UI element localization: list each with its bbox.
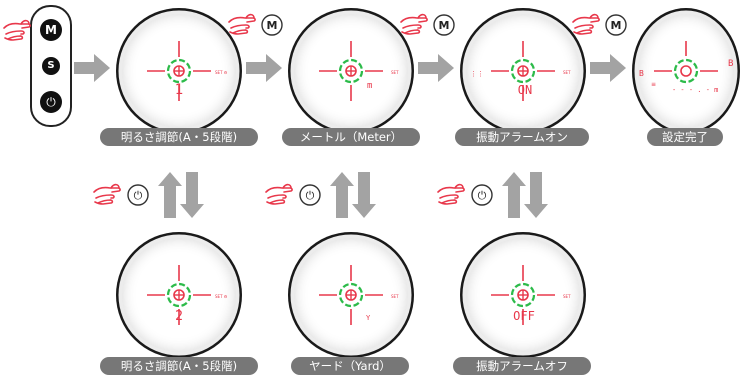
readout-text: OFF: [513, 309, 535, 323]
display-brightness-1: 1 SET ⚙: [116, 8, 242, 134]
press-power-icon: ⏻: [265, 183, 321, 206]
press-mode-icon: M: [400, 13, 455, 36]
readout-text: ON: [518, 83, 532, 97]
toggle-arrows-icon: [502, 172, 548, 218]
arrow-right-icon: [590, 54, 626, 82]
caption-brightness: 明るさ調節(A・5段階): [100, 128, 258, 146]
display-setup-complete: B ≡ B - - - . - m: [632, 8, 740, 134]
caption-vibration-off: 振動アラームオフ: [453, 357, 591, 375]
readout-left-b: ≡: [651, 81, 656, 88]
readout-digit: 2: [175, 309, 183, 324]
set-indicator: SET ⚙: [215, 294, 228, 299]
press-mode-icon: M: [572, 13, 627, 36]
arrow-right-icon: [418, 54, 454, 82]
readout-unit: m: [367, 81, 372, 91]
toggle-arrows-icon: [158, 172, 204, 218]
readout-digit: 1: [175, 82, 183, 98]
set-indicator: SET: [563, 70, 571, 75]
set-indicator: SET ⚙: [215, 70, 228, 75]
caption-brightness: 明るさ調節(A・5段階): [100, 357, 258, 375]
caption-meter: メートル（Meter）: [282, 128, 420, 146]
caption-yard: ヤード（Yard）: [291, 357, 409, 375]
hand-pointer-icon: [3, 19, 31, 41]
svg-text:⏻: ⏻: [134, 189, 143, 202]
readout-distance: - - - . - m: [672, 86, 718, 94]
display-vibration-off: OFF SET: [460, 232, 586, 358]
svg-text:M: M: [611, 19, 622, 32]
svg-text:⏻: ⏻: [478, 189, 487, 202]
display-meter: m SET: [288, 8, 414, 134]
vibration-icon: ⋮⋮: [470, 70, 484, 78]
set-indicator: SET: [563, 294, 571, 299]
set-indicator: SET: [391, 70, 399, 75]
readout-left-a: B: [639, 69, 644, 78]
arrow-right-icon: [246, 54, 282, 82]
power-button[interactable]: ⏻: [40, 91, 62, 113]
toggle-arrows-icon: [330, 172, 376, 218]
caption-vibration-on: 振動アラームオン: [455, 128, 589, 146]
svg-text:M: M: [267, 19, 278, 32]
svg-text:⏻: ⏻: [306, 189, 315, 202]
set-indicator: SET: [391, 294, 399, 299]
press-power-icon: ⏻: [93, 183, 149, 206]
press-mode-icon: M: [228, 13, 283, 36]
display-vibration-on: ⋮⋮ ON SET: [460, 8, 586, 134]
caption-setup-complete: 設定完了: [647, 128, 723, 146]
svg-text:M: M: [439, 19, 450, 32]
rangefinder-device: M S ⏻: [30, 5, 72, 127]
mode-button[interactable]: M: [40, 19, 62, 41]
arrow-right-icon: [74, 54, 110, 82]
press-power-icon: ⏻: [437, 183, 493, 206]
set-button[interactable]: S: [42, 57, 60, 75]
display-yard: Y SET: [288, 232, 414, 358]
readout-right: B: [728, 59, 733, 69]
display-brightness-2: 2 SET ⚙: [116, 232, 242, 358]
readout-unit: Y: [366, 314, 371, 322]
